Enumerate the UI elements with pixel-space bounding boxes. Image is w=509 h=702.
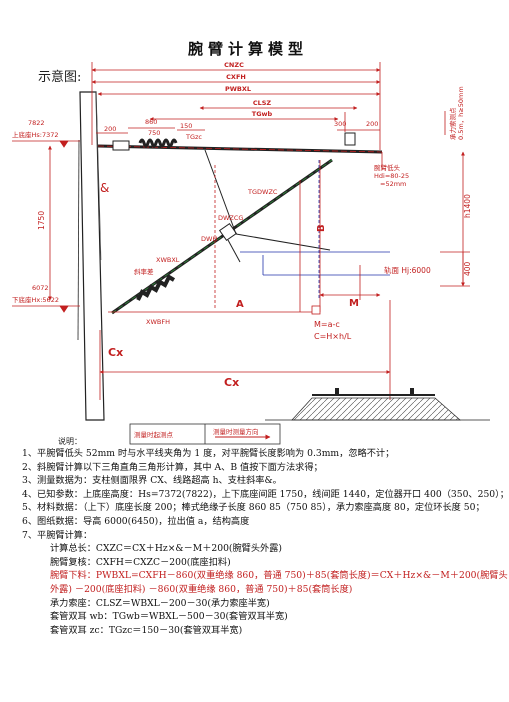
- tgdwzc-label: TGDWZC: [247, 188, 278, 196]
- calc-cut-cont: 外露) －200(底座扣料) －860(双重绝缘 860，普通 750)＋85(…: [50, 583, 353, 595]
- xwbxl-label: XWBXL: [156, 256, 180, 264]
- note-line: 3、测量数据为：支柱侧面限界 CX、线路超高 h、支柱斜率&。: [22, 475, 282, 487]
- dim-clsz: CLSZ: [253, 99, 272, 107]
- note-line: 6、图纸数据：导高 6000(6450)，拉出值 a，结构高度: [22, 515, 250, 527]
- note-line: 4、已知参数：上底座高度：Hs=7372(7822)，上下底座间距 1750，线…: [22, 488, 509, 500]
- dwzcg-label: DWZCG: [218, 214, 243, 222]
- notes-section: 1、平腕臂低头 52mm 时与水平线夹角为 1 度，对平腕臂长度影响为 0.3m…: [22, 447, 509, 637]
- dim-860: 860: [145, 118, 157, 126]
- dim-150: 150: [180, 122, 192, 130]
- legend-dir: 测量时测量方向: [213, 427, 259, 436]
- pole-outline: [77, 139, 80, 341]
- xwbfh-label: XWBFH: [146, 318, 170, 326]
- page-title: 腕臂计算模型: [187, 40, 308, 58]
- dim-pwbxl: PWBXL: [225, 85, 251, 93]
- note-line: 1、平腕臂低头 52mm 时与水平线夹角为 1 度，对平腕臂长度影响为 0.3m…: [22, 448, 395, 459]
- h1400-label: h1400: [463, 194, 472, 218]
- calc-cut: 腕臂下料：PWBXL=CXFH－860(双重绝缘 860，普通 750)＋85(…: [50, 570, 508, 582]
- cx-left-label: Cx: [108, 346, 123, 359]
- dim-tgwb: TGwb: [252, 110, 273, 118]
- v1750: 1750: [37, 211, 46, 230]
- support-pole: [79, 91, 105, 421]
- a-label: A: [236, 299, 244, 310]
- cx-bottom-label: Cx: [224, 376, 239, 389]
- dim-tgzc: TGzc: [185, 133, 202, 141]
- hdi-label: Hdi=80-25: [374, 172, 409, 180]
- schematic-label: 示意图:: [38, 70, 82, 85]
- note-line: 2、斜腕臂计算以下三角直角三角形计算，其中 A、B 值按下面方法求得；: [22, 461, 323, 473]
- top-elev: 上底座Hs:7372: [12, 130, 59, 139]
- wrist-end-label: 腕臂低头: [374, 163, 401, 172]
- b-label: B: [316, 224, 327, 232]
- calc-check: 腕臂复核：CXFH＝CXZC－200(底座扣料): [50, 556, 231, 568]
- c-formula: C=H×h/L: [314, 332, 352, 341]
- wall-note-1: 承力索测点: [448, 107, 457, 140]
- legend-start: 测量时起测点: [134, 430, 174, 439]
- height-dims: [440, 111, 470, 287]
- calc-tgzc: 套管双耳 zc：TGzc＝150－30(套管双耳半宽): [50, 624, 243, 636]
- dim-300: 300: [334, 120, 346, 128]
- bot-elev-num: 6072: [32, 284, 49, 292]
- note-line: 5、材料数据：（上下）底座长度 200；棒式绝缘子长度 860 85（750 8…: [22, 502, 485, 514]
- calc-total: 计算总长：CXZC＝CX＋Hz×&－M＋200(腕臂头外露): [50, 543, 283, 555]
- calc-clsz: 承力索座：CLSZ＝WBXL－200－30(承力索座半宽): [50, 597, 270, 609]
- dimension-lines: [91, 62, 381, 150]
- calc-tgwb: 套管双耳 wb：TGwb＝WBXL－500－30(套管双耳半宽): [50, 611, 288, 623]
- diagonal-cantilever: [111, 149, 333, 315]
- triangle-base: [99, 160, 391, 400]
- rail-face-label: 轨面 Hj:6000: [384, 265, 431, 275]
- dim-cxfh: CXFH: [226, 73, 246, 81]
- dim-cnzc: CNZC: [224, 61, 244, 69]
- m-label: M: [349, 298, 359, 309]
- note-line: 7、平腕臂计算：: [22, 529, 93, 541]
- slope-rate-label: 斜率差: [134, 267, 154, 276]
- amp-label: &: [100, 181, 109, 195]
- legend: [129, 423, 281, 445]
- legend-caption: 说明：: [58, 436, 82, 446]
- dim-200-left: 200: [104, 125, 116, 133]
- horizontal-cantilever: [97, 132, 383, 170]
- dwh-label: DWH: [201, 235, 217, 243]
- track-ballast: [265, 388, 490, 421]
- dim-750: 750: [148, 129, 160, 137]
- top-elev-num: 7822: [28, 119, 45, 127]
- d400-label: 400: [463, 261, 472, 276]
- m-formula: M=a-c: [314, 320, 340, 329]
- elevation-markers: [12, 112, 346, 313]
- wall-note-2: 0.5m，h≥50mm: [457, 86, 465, 140]
- bot-elev: 下底座Hx:5622: [12, 295, 59, 304]
- hdi2-label: =52mm: [380, 180, 406, 188]
- reference-lines: [214, 160, 390, 310]
- dim-200-right: 200: [366, 120, 378, 128]
- cantilever-diagram: CNZC CXFH PWBXL CLSZ TGwb 200 860 750 15…: [12, 61, 490, 446]
